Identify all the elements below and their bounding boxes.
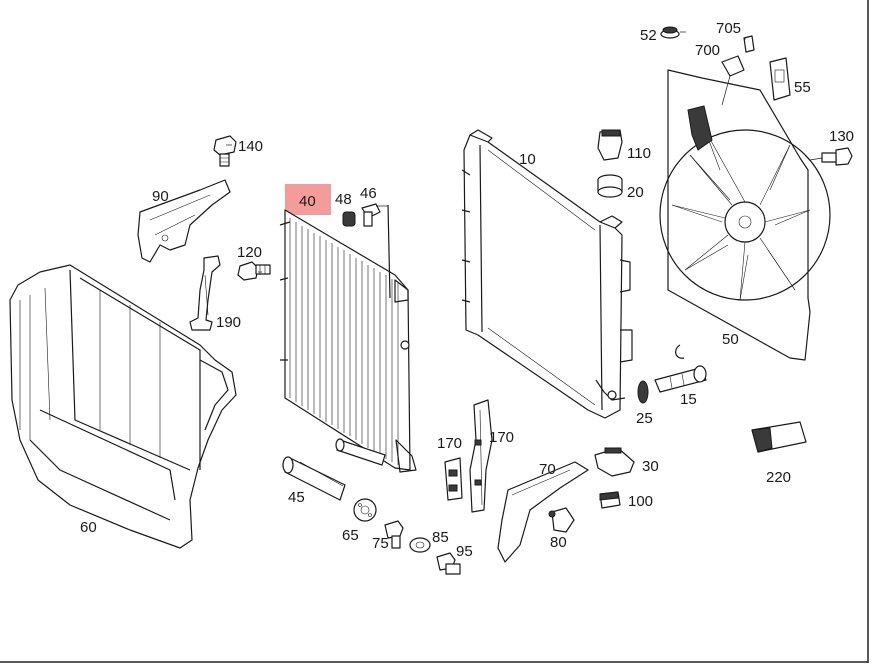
label-80: 80: [550, 534, 567, 551]
label-100: 100: [628, 493, 653, 510]
part-40-condenser[interactable]: [279, 204, 417, 473]
label-120: 120: [237, 244, 262, 261]
label-70: 70: [539, 461, 556, 478]
part-55-relay[interactable]: [769, 57, 791, 101]
part-120-bolt[interactable]: [237, 261, 271, 281]
part-80-clip[interactable]: [548, 507, 575, 533]
part-190-support[interactable]: [189, 255, 221, 331]
label-705: 705: [716, 20, 741, 37]
label-130: 130: [829, 128, 854, 145]
part-170-bracket-left[interactable]: [444, 457, 463, 501]
label-140: 140: [238, 138, 263, 155]
label-170-right: 170: [489, 429, 514, 446]
label-90: 90: [152, 188, 169, 205]
part-110-cap[interactable]: [597, 129, 623, 161]
part-50-fan[interactable]: [659, 69, 831, 361]
part-25-seal[interactable]: [637, 380, 649, 404]
part-15-hose-connector[interactable]: [654, 365, 707, 393]
label-15: 15: [680, 391, 697, 408]
label-10: 10: [519, 151, 536, 168]
label-55: 55: [794, 79, 811, 96]
part-170-bracket-right[interactable]: [469, 399, 493, 513]
label-50: 50: [722, 331, 739, 348]
label-25: 25: [636, 410, 653, 427]
part-95-bolt[interactable]: [436, 552, 461, 575]
label-75: 75: [372, 535, 389, 552]
part-700-connector[interactable]: [721, 55, 745, 106]
label-85: 85: [432, 529, 449, 546]
part-130-bolt[interactable]: [821, 147, 853, 166]
part-20-seal[interactable]: [597, 174, 623, 198]
part-48-cap[interactable]: [342, 211, 356, 227]
label-52: 52: [640, 27, 657, 44]
label-190: 190: [216, 314, 241, 331]
label-170-left: 170: [437, 435, 462, 452]
part-65-flange[interactable]: [353, 498, 377, 522]
label-45: 45: [288, 489, 305, 506]
label-46: 46: [360, 185, 377, 202]
label-40-highlight: [285, 184, 331, 215]
part-85-washer[interactable]: [409, 537, 431, 553]
part-60-air-duct[interactable]: [9, 264, 237, 549]
leader-130: [809, 157, 823, 161]
part-30-sensor[interactable]: [594, 447, 635, 477]
label-220: 220: [766, 469, 791, 486]
part-70-bracket[interactable]: [497, 461, 589, 563]
part-10-radiator[interactable]: [461, 129, 633, 419]
part-35-ring[interactable]: [675, 344, 685, 359]
label-20: 20: [627, 184, 644, 201]
part-100-mount[interactable]: [599, 491, 621, 509]
label-700: 700: [695, 42, 720, 59]
label-40[interactable]: 40: [299, 193, 316, 210]
part-140-bolt[interactable]: [213, 135, 237, 167]
label-110: 110: [627, 145, 651, 162]
part-220-clip[interactable]: [751, 421, 807, 453]
label-48: 48: [335, 191, 352, 208]
part-90-bracket[interactable]: [137, 179, 231, 263]
part-75-bolt[interactable]: [384, 520, 404, 549]
label-30: 30: [642, 458, 659, 475]
part-705-clip[interactable]: [743, 35, 755, 53]
label-95: 95: [456, 543, 473, 560]
label-65: 65: [342, 527, 359, 544]
label-60: 60: [80, 519, 97, 536]
part-45-dryer[interactable]: [282, 438, 386, 501]
part-52-grommet[interactable]: [660, 26, 680, 39]
part-46-valve[interactable]: [361, 203, 388, 227]
